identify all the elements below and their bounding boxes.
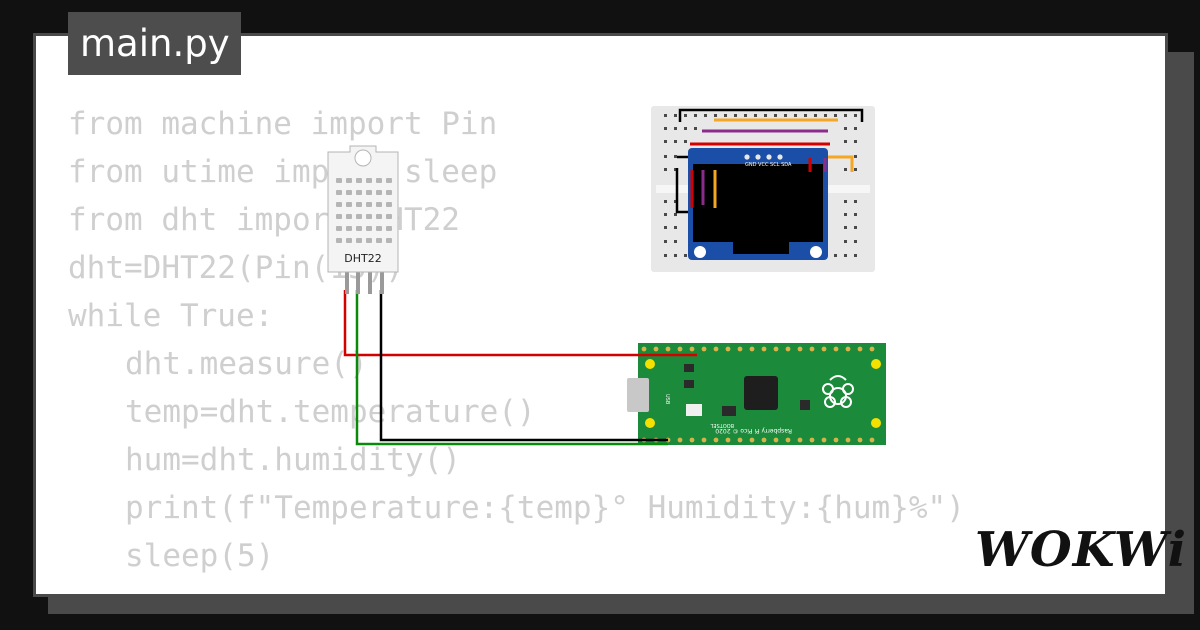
wire-vcc: [343, 290, 697, 357]
oled-pin-labels: GND VCC SCL SDA: [745, 162, 792, 168]
file-tab-main-py[interactable]: main.py: [68, 12, 241, 75]
oled-display[interactable]: GND VCC SCL SDA: [675, 148, 828, 260]
dht22-sensor[interactable]: DHT22: [327, 145, 399, 294]
dht22-label: DHT22: [344, 252, 381, 265]
wire-data: [355, 290, 668, 446]
code-line: while True:: [68, 298, 274, 334]
raspberry-logo-icon: [822, 375, 854, 408]
code-line: hum=dht.humidity(): [125, 442, 461, 478]
code-line: temp=dht.temperature(): [125, 394, 536, 430]
code-line: from machine import Pin: [68, 106, 498, 142]
raspberry-pi-pico[interactable]: Raspberry Pi Pico © 2020 BOOTSEL USB: [627, 343, 886, 445]
code-line: dht.measure(): [125, 346, 368, 382]
breadboard-wire-gnd: [678, 108, 864, 122]
code-line: sleep(5): [125, 538, 275, 574]
pico-brand-text: Raspberry Pi Pico © 2020: [715, 427, 792, 434]
code-line: print(f"Temperature:{temp}° Humidity:{hu…: [125, 490, 965, 526]
pico-usb-text: USB: [664, 394, 670, 405]
pico-bootsel-text: BOOTSEL: [710, 422, 734, 428]
preview-card: [33, 33, 1168, 597]
code-editor: from machine import Pin from utime impor…: [68, 100, 965, 580]
wokwi-logo: WOKWi: [975, 522, 1188, 578]
wire-gnd: [379, 290, 668, 442]
